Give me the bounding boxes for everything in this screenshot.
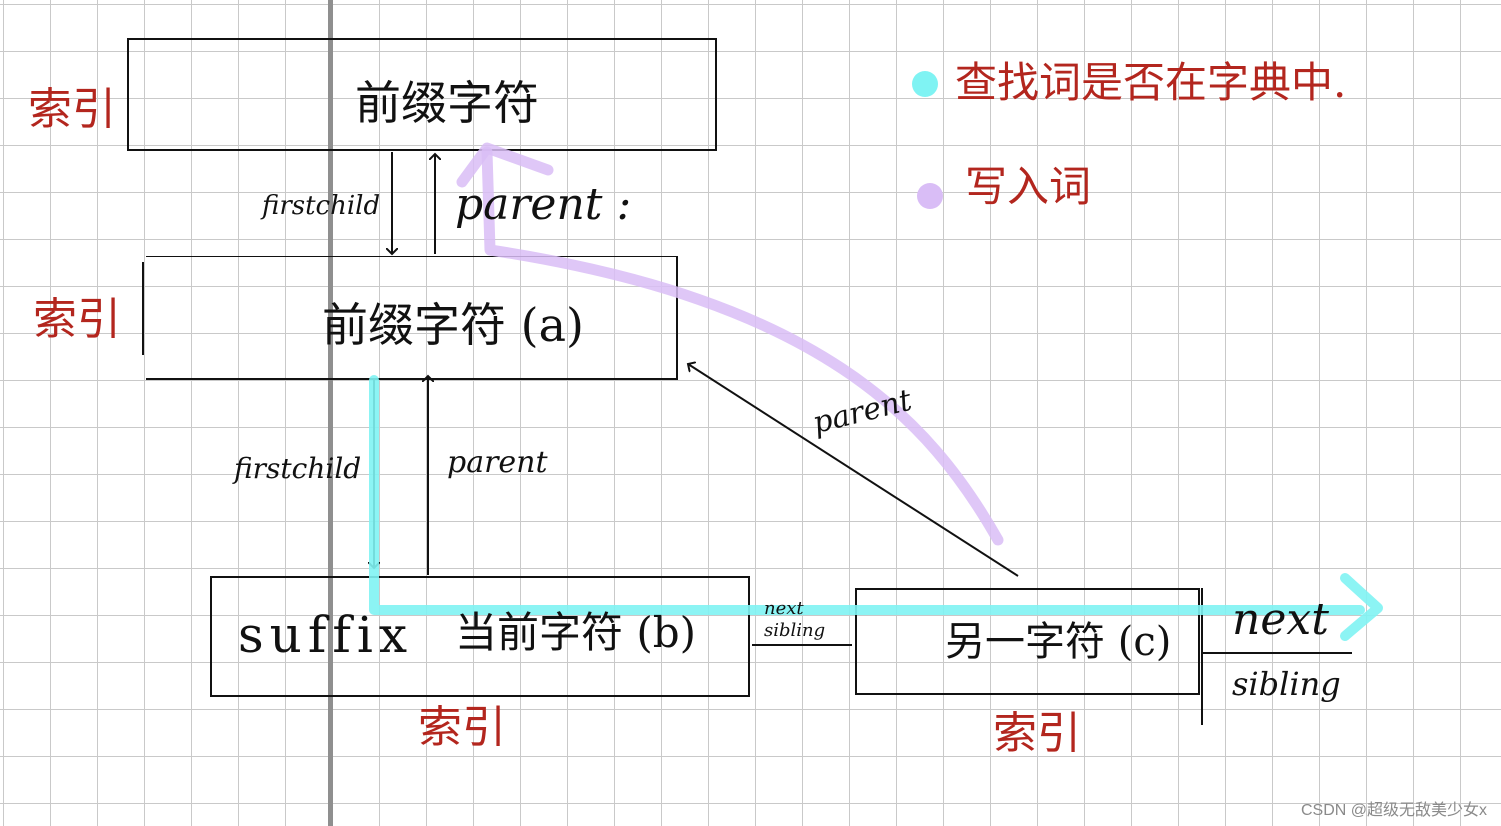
top-index-label: 索引	[28, 84, 116, 135]
mid-firstchild-label: firstchild	[234, 452, 362, 485]
top-firstchild-label: firstchild	[262, 191, 381, 221]
node-current	[210, 576, 750, 697]
c-next-label: next	[1232, 594, 1329, 645]
mid-prefix-label: 前缀字符 (a)	[322, 298, 584, 352]
top-parent-label: parent :	[455, 179, 632, 230]
mid-parent-label: parent	[447, 445, 548, 480]
search-path-arrowhead	[1340, 573, 1383, 641]
current-index-label: 索引	[418, 702, 506, 753]
b-next-sibling-label: next sibling	[764, 598, 826, 641]
insert-path	[481, 146, 1004, 546]
legend-search-text: 查找词是否在字典中.	[955, 58, 1347, 107]
watermark: CSDN @超级无敌美少女x	[1300, 802, 1487, 819]
current-suffix-label: suffix	[238, 606, 414, 664]
legend-insert-text: 写入词	[965, 162, 1092, 211]
mid-index-label: 索引	[33, 294, 121, 345]
other-label: 另一字符 (c)	[945, 619, 1172, 665]
node-top-prefix	[127, 38, 717, 151]
legend-dot-insert	[917, 183, 943, 209]
node-other	[855, 588, 1200, 695]
legend-dot-search	[912, 71, 938, 97]
c-sibling-label: sibling	[1232, 665, 1341, 703]
other-index-label: 索引	[993, 708, 1081, 759]
search-path	[369, 375, 1365, 615]
insert-path-arrowhead	[456, 142, 554, 188]
node-mid-prefix	[146, 256, 678, 380]
top-prefix-label: 前缀字符	[355, 76, 539, 130]
vertical-guide-line	[328, 0, 333, 826]
c-parent-arrow	[688, 364, 1019, 577]
current-label: 当前字符 (b)	[455, 608, 697, 657]
